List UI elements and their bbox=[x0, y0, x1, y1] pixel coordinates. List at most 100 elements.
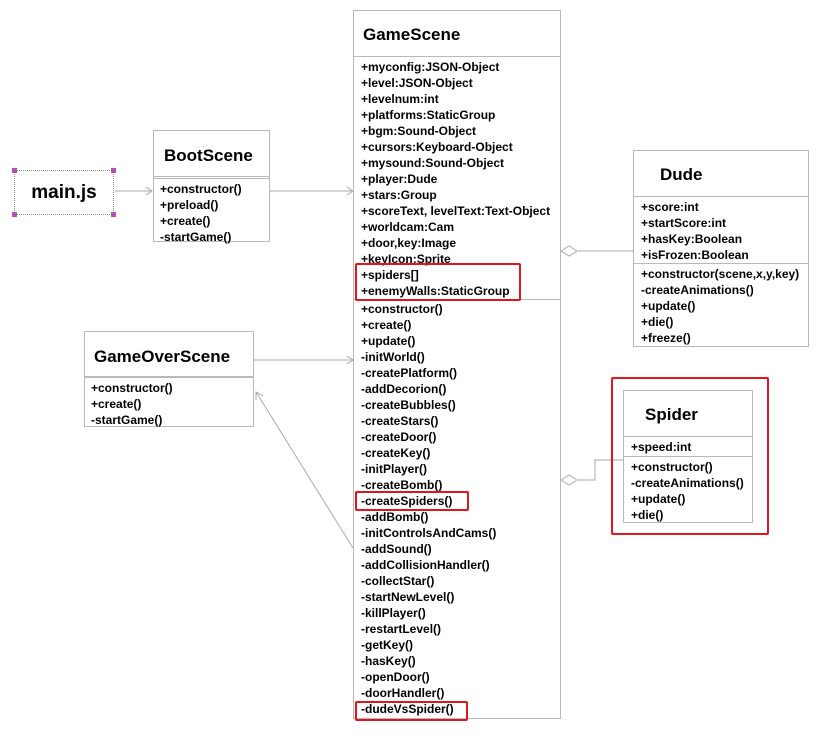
attributes-section: +score:int +startScore:int +hasKey:Boole… bbox=[634, 197, 808, 264]
method: -createStars() bbox=[361, 414, 439, 428]
attribute: +spiders[] bbox=[361, 268, 419, 282]
aggregation-diamond bbox=[560, 474, 578, 486]
resize-handle[interactable] bbox=[111, 168, 116, 173]
class-title: GameOverScene bbox=[85, 332, 253, 377]
method: -startGame() bbox=[91, 413, 163, 427]
method: -addDecorion() bbox=[361, 382, 447, 396]
aggregation-spider bbox=[578, 459, 623, 481]
attribute: +level:JSON-Object bbox=[361, 76, 473, 90]
method: -getKey() bbox=[361, 638, 414, 652]
method: -addSound() bbox=[361, 542, 432, 556]
class-name: Spider bbox=[645, 405, 698, 424]
class-title: Spider bbox=[624, 391, 752, 437]
attributes-section: +myconfig:JSON-Object +level:JSON-Object… bbox=[354, 57, 560, 300]
method: -restartLevel() bbox=[361, 622, 442, 636]
class-name: GameScene bbox=[363, 25, 461, 44]
method: -createKey() bbox=[361, 446, 431, 460]
attribute: +hasKey:Boolean bbox=[641, 232, 743, 246]
method: -createDoor() bbox=[361, 430, 437, 444]
class-name: Dude bbox=[660, 165, 703, 184]
attribute: +mysound:Sound-Object bbox=[361, 156, 505, 170]
attribute: +scoreText, levelText:Text-Object bbox=[361, 204, 551, 218]
method: +update() bbox=[641, 299, 696, 313]
attribute: +startScore:int bbox=[641, 216, 727, 230]
class-title: Dude bbox=[634, 151, 808, 197]
method: +preload() bbox=[160, 198, 219, 212]
method: -createBomb() bbox=[361, 478, 443, 492]
method: -createAnimations() bbox=[641, 283, 754, 297]
method: +constructor() bbox=[91, 381, 173, 395]
class-spider[interactable]: Spider +speed:int +constructor() -create… bbox=[623, 390, 753, 523]
method: -initPlayer() bbox=[361, 462, 428, 476]
method: -openDoor() bbox=[361, 670, 430, 684]
methods-section: +constructor(scene,x,y,key) -createAnima… bbox=[634, 264, 808, 346]
main-js-label: main.js bbox=[31, 182, 97, 203]
main-js-node[interactable]: main.js bbox=[12, 168, 116, 217]
aggregation-diamond bbox=[560, 245, 578, 257]
attribute: +cursors:Keyboard-Object bbox=[361, 140, 513, 154]
method: +update() bbox=[631, 492, 686, 506]
class-name: BootScene bbox=[164, 146, 253, 165]
class-title: BootScene bbox=[154, 131, 269, 177]
attribute: +speed:int bbox=[631, 440, 692, 454]
method: -createPlatform() bbox=[361, 366, 458, 380]
attribute: +stars:Group bbox=[361, 188, 437, 202]
class-game-scene[interactable]: GameScene +myconfig:JSON-Object +level:J… bbox=[353, 10, 561, 719]
method: +freeze() bbox=[641, 331, 691, 345]
attribute: +levelnum:int bbox=[361, 92, 439, 106]
class-name: GameOverScene bbox=[94, 347, 231, 366]
attribute: +enemyWalls:StaticGroup bbox=[361, 284, 510, 298]
attributes-section bbox=[85, 377, 253, 378]
attributes-section: +speed:int bbox=[624, 437, 752, 457]
attribute: +player:Dude bbox=[361, 172, 438, 186]
method: -startGame() bbox=[160, 230, 232, 244]
attributes-section bbox=[154, 177, 269, 179]
method: -doorHandler() bbox=[361, 686, 445, 700]
methods-section: +constructor() +create() -startGame() bbox=[85, 378, 253, 428]
attribute: +worldcam:Cam bbox=[361, 220, 455, 234]
methods-section: +constructor() +preload() +create() -sta… bbox=[154, 179, 269, 245]
method: +constructor() bbox=[160, 182, 242, 196]
method: +update() bbox=[361, 334, 416, 348]
arrow-head bbox=[255, 391, 264, 400]
method: -hasKey() bbox=[361, 654, 416, 668]
attribute: +keyIcon:Sprite bbox=[361, 252, 451, 266]
methods-section: +constructor() -createAnimations() +upda… bbox=[624, 457, 752, 523]
methods-section: +constructor() +create() +update() -init… bbox=[354, 300, 560, 717]
resize-handle[interactable] bbox=[111, 212, 116, 217]
method: -addCollisionHandler() bbox=[361, 558, 490, 572]
method: +die() bbox=[631, 508, 664, 522]
resize-handle[interactable] bbox=[12, 212, 17, 217]
method: +die() bbox=[641, 315, 674, 329]
method: -createBubbles() bbox=[361, 398, 456, 412]
method: -collectStar() bbox=[361, 574, 435, 588]
attribute: +myconfig:JSON-Object bbox=[361, 60, 500, 74]
method: +constructor() bbox=[631, 460, 713, 474]
method: -initControlsAndCams() bbox=[361, 526, 497, 540]
attribute: +door,key:Image bbox=[361, 236, 457, 250]
method: +create() bbox=[361, 318, 412, 332]
class-title: GameScene bbox=[354, 11, 560, 57]
attribute: +score:int bbox=[641, 200, 699, 214]
class-boot-scene[interactable]: BootScene +constructor() +preload() +cre… bbox=[153, 130, 270, 245]
attribute: +platforms:StaticGroup bbox=[361, 108, 496, 122]
method: -startNewLevel() bbox=[361, 590, 455, 604]
method: +create() bbox=[91, 397, 142, 411]
attribute: +isFrozen:Boolean bbox=[641, 248, 749, 262]
method: -dudeVsSpider() bbox=[361, 702, 454, 716]
class-game-over-scene[interactable]: GameOverScene +constructor() +create() -… bbox=[84, 331, 254, 427]
method: -addBomb() bbox=[361, 510, 429, 524]
method: +constructor() bbox=[361, 302, 443, 316]
method: +create() bbox=[160, 214, 211, 228]
resize-handle[interactable] bbox=[12, 168, 17, 173]
method: +constructor(scene,x,y,key) bbox=[641, 267, 800, 281]
method: -initWorld() bbox=[361, 350, 425, 364]
attribute: +bgm:Sound-Object bbox=[361, 124, 476, 138]
class-dude[interactable]: Dude +score:int +startScore:int +hasKey:… bbox=[633, 150, 809, 347]
method: -createSpiders() bbox=[361, 494, 453, 508]
method: -killPlayer() bbox=[361, 606, 426, 620]
arrow-head bbox=[145, 186, 153, 196]
method: -createAnimations() bbox=[631, 476, 744, 490]
dependency-game-gameover bbox=[255, 391, 354, 549]
